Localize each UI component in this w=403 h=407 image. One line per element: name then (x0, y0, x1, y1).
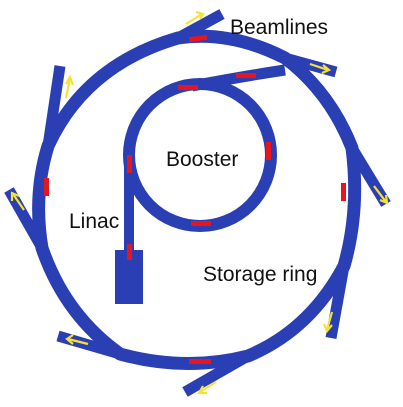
red-arrow-icon (266, 142, 271, 160)
storage-ring-label: Storage ring (203, 263, 317, 286)
beamlines-label: Beamlines (230, 16, 328, 39)
red-arrow-icon (178, 85, 198, 90)
yellow-arrow-icon (322, 311, 334, 334)
linac-label: Linac (69, 210, 119, 233)
yellow-arrow-icon (197, 381, 217, 395)
yellow-arrow-icon (10, 191, 25, 211)
red-arrow-icon (188, 34, 208, 43)
red-arrow-icon (189, 359, 211, 364)
yellow-arrow-icon (65, 334, 89, 346)
yellow-arrow-icon (373, 185, 389, 205)
light-arrows (10, 10, 389, 395)
red-arrow-icon (127, 155, 132, 173)
electron-arrows (44, 34, 346, 364)
red-arrow-icon (236, 73, 256, 78)
yellow-arrow-icon (64, 74, 75, 99)
red-arrow-icon (341, 183, 346, 201)
storage-ring (32, 29, 362, 370)
red-arrow-icon (191, 221, 211, 226)
red-arrow-icon (127, 244, 132, 260)
booster-label: Booster (166, 148, 238, 171)
yellow-arrow-icon (309, 62, 332, 75)
red-arrow-icon (44, 178, 49, 196)
yellow-arrow-icon (185, 10, 205, 25)
